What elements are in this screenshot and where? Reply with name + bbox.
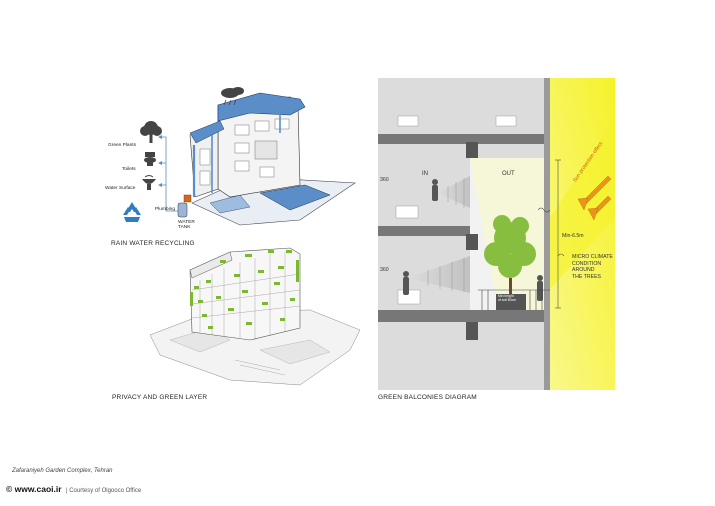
rain-water-diagram: Green Plants Toilets Water Surface Plumb… [100,85,360,235]
tree-icon [138,120,164,144]
footer-credit-line: © www.caoi.ir | Courtesy of Olgooco Offi… [6,479,141,497]
out-label: OUT [502,171,515,177]
balconies-caption: GREEN BALCONIES DIAGRAM [378,394,477,401]
label-toilets: Toilets [122,167,136,172]
project-name: Zafaraniyeh Garden Complex, Tehran [12,468,113,474]
green-balconies-diagram: IN OUT 360 360 Sun protection effect Min… [378,78,615,390]
min-distance-label: Min-6.5m [562,233,584,239]
privacy-building-drawing [149,247,361,386]
water-surface-icon [140,175,158,191]
courtesy-text: | Courtesy of Olgooco Office [66,488,142,494]
rain-water-building-drawing [158,87,356,226]
label-green-plants: Green Plants [108,143,136,148]
planter-label: Min height of soil 80cm [498,294,517,302]
label-water-surface: Water Surface [105,186,136,191]
recycle-icon [120,201,144,223]
label-water-tank: WATER TANK [178,220,195,230]
in-label: IN [422,171,428,177]
rain-water-caption: RAIN WATER RECYCLING [111,240,195,247]
privacy-green-diagram [149,240,370,386]
height-label-bottom: 360 [380,267,389,273]
site-link[interactable]: © www.caoi.ir [6,484,62,494]
micro-climate-label: MICRO CLIMATE CONDITION AROUND THE TREES [572,254,613,280]
balconies-section-drawing [378,78,615,390]
privacy-caption: PRIVACY AND GREEN LAYER [112,394,208,401]
height-label-top: 360 [380,177,389,183]
toilet-icon [142,151,158,167]
label-plumbing: Plumbing [155,207,175,212]
